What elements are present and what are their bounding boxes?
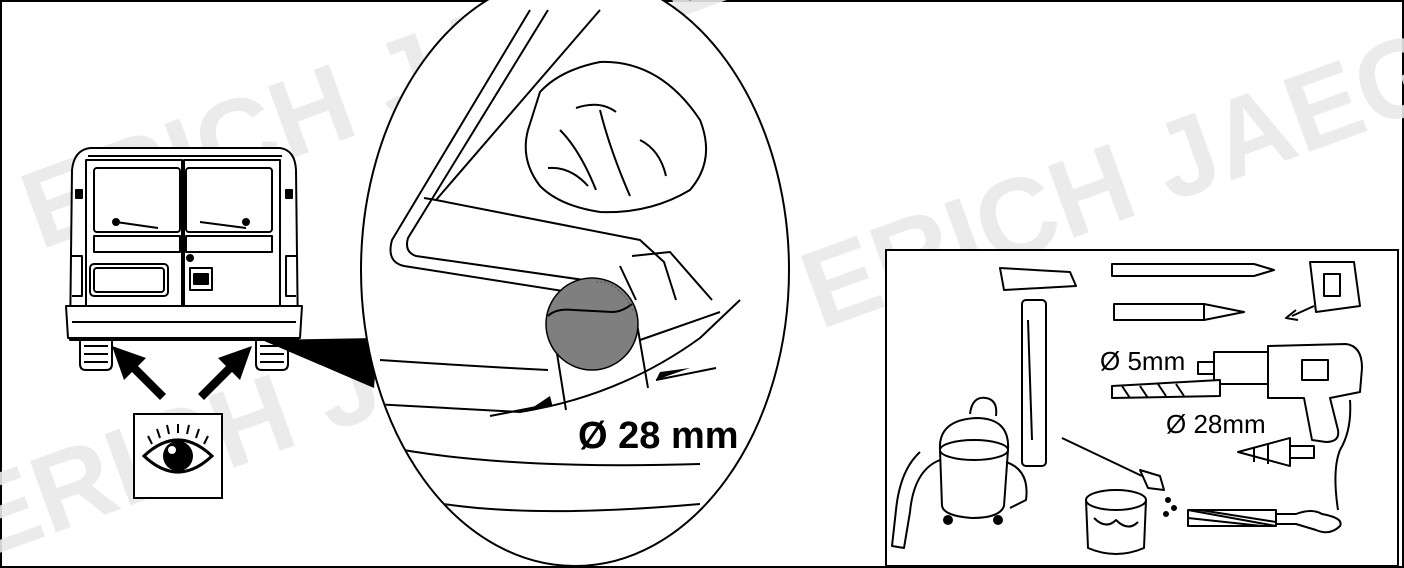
pencil-icon: [1113, 303, 1245, 321]
eye-icon: [133, 413, 223, 499]
drill-bit-icon: [1111, 379, 1221, 399]
step-drill-size-label: Ø 28mm: [1166, 409, 1266, 439]
step-drill-bit-icon: [1237, 437, 1315, 467]
tape-measure-icon: [1285, 261, 1361, 321]
drill-hole-marker: [545, 277, 639, 371]
hole-diameter-label: Ø 28 mm: [578, 415, 739, 457]
paint-can-icon: [1085, 489, 1147, 555]
van-rear-view: [65, 147, 303, 371]
zoom-detail: Ø 28 mm: [360, 0, 790, 567]
arrow-left: [112, 346, 166, 400]
arrow-right: [198, 346, 252, 400]
zoom-pointer: [262, 338, 378, 388]
marker-pen-icon: [1111, 263, 1275, 277]
arrow-icon: [112, 346, 252, 400]
drill-bit-size-label: Ø 5mm: [1100, 346, 1185, 376]
file-icon: [1187, 509, 1342, 534]
paint-brush-icon: [1061, 437, 1177, 517]
hammer-icon: [999, 267, 1077, 467]
vacuum-cleaner-icon: [891, 396, 1028, 549]
tools-panel: Ø 5mm Ø 28mm: [885, 249, 1399, 567]
drill-icon: [1197, 343, 1363, 511]
